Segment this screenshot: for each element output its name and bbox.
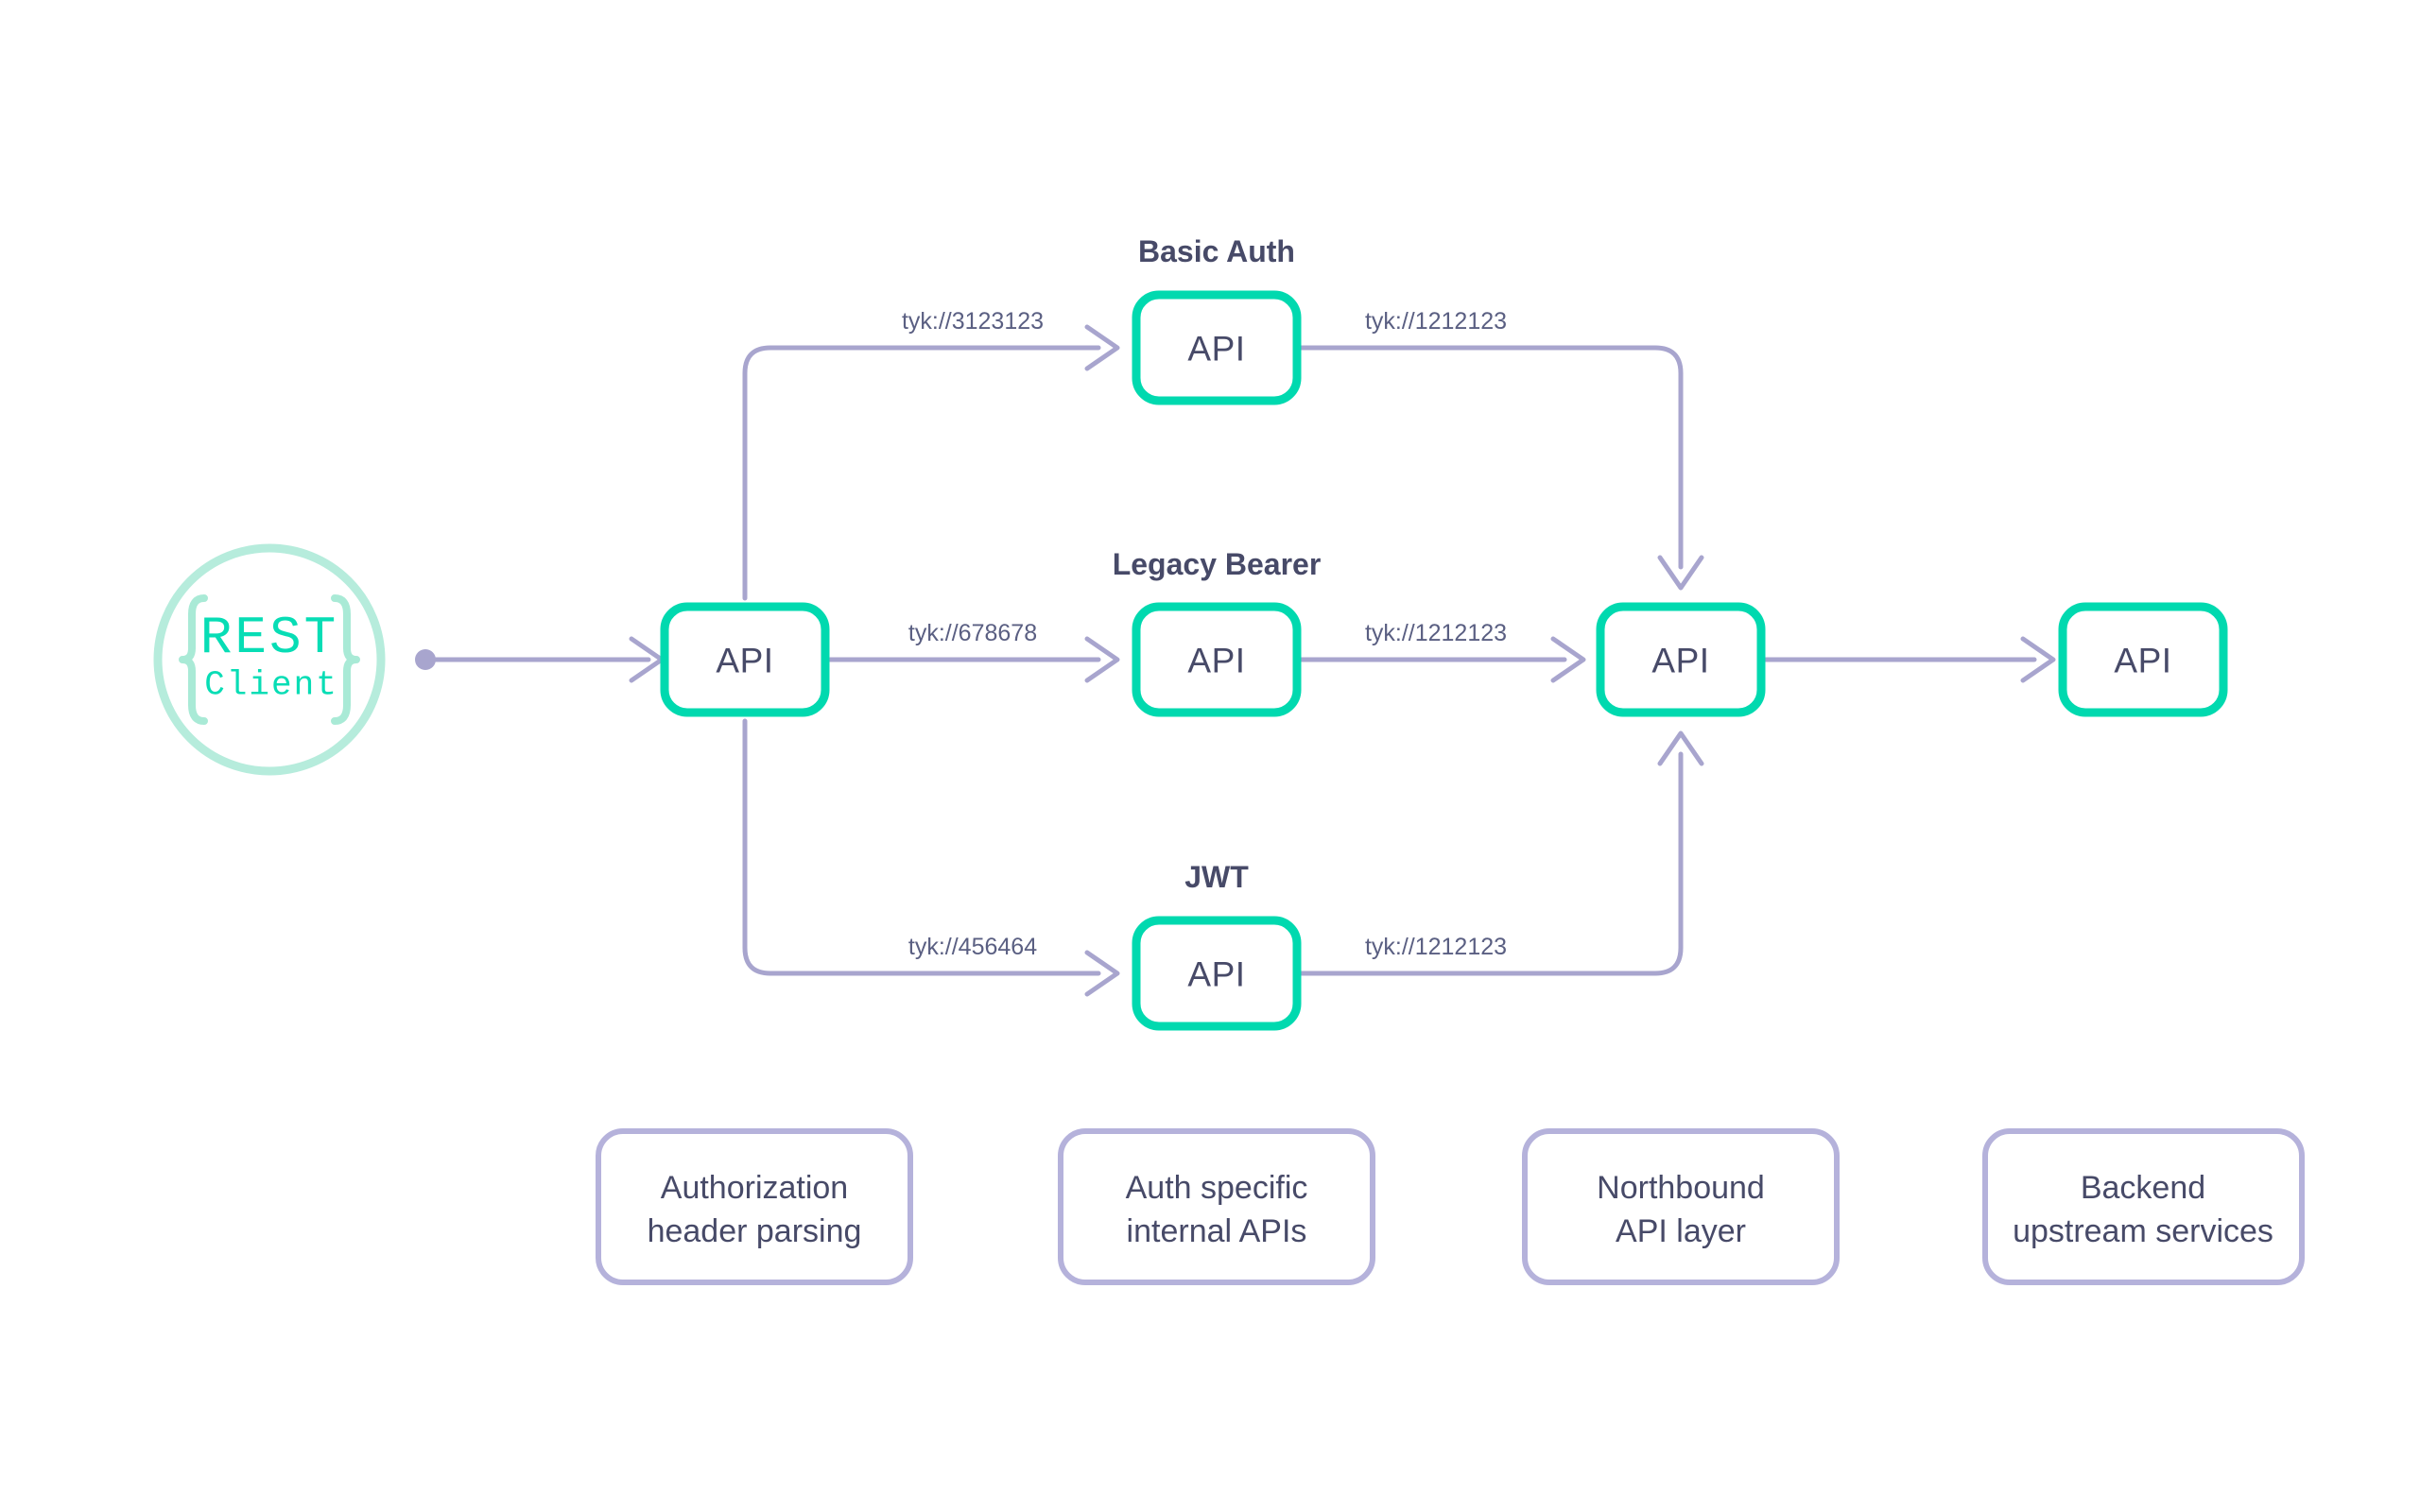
- edge-basic-auth-to-northbound: [1299, 345, 1684, 570]
- note-backend-upstream-services-rect: [1982, 1128, 2305, 1285]
- arrowhead-parsing-to-jwt: [1084, 950, 1120, 997]
- edge-label-basic-auth-in: tyk://3123123: [902, 308, 1044, 335]
- api-node-backend[interactable]: API: [2058, 602, 2228, 717]
- note-auth-specific-internal-apis-line1: Auth specific: [1126, 1170, 1308, 1206]
- rest-client-ring: [153, 543, 386, 776]
- note-auth-specific-internal-apis-rect: [1058, 1128, 1375, 1285]
- edge-label-basic-auth-out: tyk://1212123: [1365, 308, 1507, 335]
- connector-layer: [415, 324, 2056, 997]
- api-node-legacy-bearer[interactable]: API: [1132, 602, 1302, 717]
- note-backend-upstream-services[interactable]: Backend upstream services: [1982, 1128, 2305, 1285]
- edge-label-jwt-out: tyk://1212123: [1365, 934, 1507, 960]
- api-node-jwt[interactable]: API: [1132, 916, 1302, 1031]
- note-northbound-api-layer-line1: Northbound: [1597, 1170, 1765, 1206]
- note-authorization-header-parsing-rect: [596, 1128, 913, 1285]
- note-backend-upstream-services-line1: Backend: [2081, 1170, 2205, 1206]
- api-node-auth-header-parsing[interactable]: API: [660, 602, 830, 717]
- curly-brace-left-icon: [179, 594, 208, 725]
- api-node-basic-auth-rect: [1132, 290, 1302, 405]
- note-backend-upstream-services-line2: upstream services: [2013, 1213, 2273, 1249]
- arrowhead-parsing-to-legacy-bearer: [1084, 636, 1120, 683]
- note-northbound-api-layer[interactable]: Northbound API layer: [1522, 1128, 1840, 1285]
- api-node-basic-auth[interactable]: API: [1132, 290, 1302, 405]
- arrowhead-parsing-to-basic-auth: [1084, 324, 1120, 371]
- api-node-legacy-bearer-rect: [1132, 602, 1302, 717]
- api-node-jwt-label: API: [1187, 955, 1245, 994]
- api-node-northbound-label: API: [1651, 642, 1709, 680]
- api-node-auth-header-parsing-rect: [660, 602, 830, 717]
- api-node-backend-label: API: [2114, 642, 2171, 680]
- edge-jwt-to-northbound: [1299, 751, 1684, 976]
- edge-parsing-to-basic-auth: [742, 345, 1101, 601]
- note-northbound-api-layer-line2: API layer: [1616, 1213, 1746, 1249]
- arrowhead-basic-auth-to-northbound: [1657, 555, 1704, 591]
- api-node-basic-auth-label: API: [1187, 330, 1245, 369]
- api-node-northbound[interactable]: API: [1596, 602, 1766, 717]
- edge-label-legacy-bearer-in: tyk://678678: [908, 620, 1037, 646]
- api-node-jwt-rect: [1132, 916, 1302, 1031]
- group-title-jwt: JWT: [1184, 860, 1249, 894]
- edge-parsing-to-jwt: [742, 718, 1101, 976]
- arrowhead-legacy-bearer-to-northbound: [1550, 636, 1586, 683]
- note-northbound-api-layer-rect: [1522, 1128, 1840, 1285]
- api-node-northbound-rect: [1596, 602, 1766, 717]
- edge-label-jwt-in: tyk://456464: [908, 934, 1037, 960]
- curly-brace-right-icon: [331, 594, 360, 725]
- group-title-legacy-bearer: Legacy Bearer: [1113, 547, 1322, 581]
- api-node-backend-rect: [2058, 602, 2228, 717]
- arrowhead-jwt-to-northbound: [1657, 730, 1704, 766]
- api-node-legacy-bearer-label: API: [1187, 642, 1245, 680]
- rest-client-node[interactable]: REST Client: [153, 543, 386, 776]
- note-authorization-header-parsing-line2: header parsing: [648, 1213, 862, 1249]
- note-auth-specific-internal-apis[interactable]: Auth specific internal APIs: [1058, 1128, 1375, 1285]
- edge-label-legacy-bearer-out: tyk://1212123: [1365, 620, 1507, 646]
- rest-client-primary-label: REST: [200, 608, 338, 668]
- note-authorization-header-parsing-line1: Authorization: [661, 1170, 848, 1206]
- group-title-basic-auth: Basic Auth: [1138, 234, 1295, 268]
- note-authorization-header-parsing[interactable]: Authorization header parsing: [596, 1128, 913, 1285]
- arrowhead-northbound-to-backend: [2020, 636, 2056, 683]
- note-auth-specific-internal-apis-line2: internal APIs: [1127, 1213, 1307, 1249]
- rest-client-secondary-label: Client: [204, 666, 338, 705]
- api-node-auth-header-parsing-label: API: [716, 642, 773, 680]
